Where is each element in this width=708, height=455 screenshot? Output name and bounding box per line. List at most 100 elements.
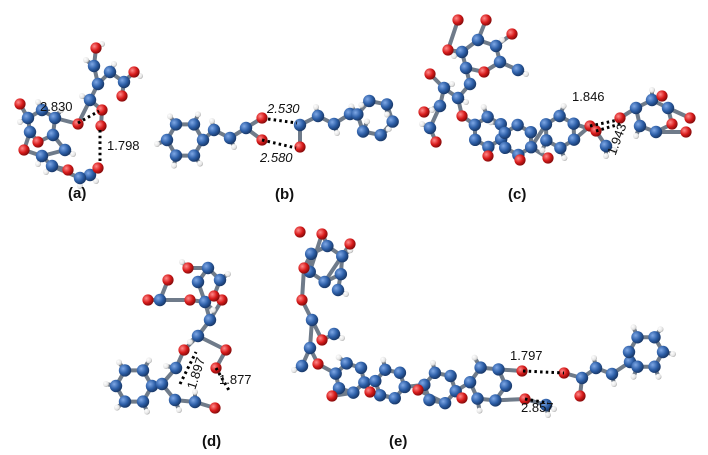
hydrogen-atom: [58, 107, 64, 113]
carbon-atom: [524, 140, 538, 154]
oxygen-atom: [142, 294, 154, 306]
hydrogen-atom: [70, 151, 76, 157]
carbon-atom: [492, 363, 505, 376]
hydrogen-atom: [429, 107, 435, 113]
hydrogen-atom: [187, 339, 193, 345]
carbon-atom: [351, 108, 364, 121]
hydrogen-atom: [471, 354, 478, 361]
carbon-atom: [169, 149, 183, 162]
hydrogen-atom: [539, 147, 546, 154]
carbon-atom: [482, 140, 495, 154]
carbon-atom: [207, 123, 221, 137]
panel-b-atoms: [154, 94, 399, 169]
hydrogen-atom: [358, 101, 365, 108]
carbon-atom: [498, 141, 512, 155]
hydrogen-atom: [43, 169, 49, 175]
carbon-atom: [553, 109, 566, 123]
oxygen-atom: [656, 90, 668, 102]
carbon-atom: [23, 125, 37, 139]
hydrogen-atom: [476, 407, 483, 414]
hydrogen-atom: [657, 326, 664, 333]
oxygen-atom: [209, 402, 221, 414]
panel-a-hbond-1: [77, 109, 100, 125]
hydrogen-atom: [419, 121, 425, 127]
carbon-atom: [358, 376, 371, 389]
carbon-atom: [656, 345, 670, 359]
oxygen-atom: [62, 164, 74, 176]
carbon-atom: [169, 118, 183, 131]
carbon-atom: [540, 134, 553, 147]
panel-a-distance-2: 1.798: [107, 138, 140, 153]
oxygen-atom: [312, 358, 324, 370]
oxygen-atom: [92, 162, 104, 174]
carbon-atom: [468, 133, 482, 147]
carbon-atom: [58, 143, 72, 157]
panel-e-distance-2: 2.857: [521, 400, 554, 415]
carbon-atom: [46, 128, 60, 142]
carbon-atom: [293, 118, 307, 132]
oxygen-atom: [116, 90, 128, 102]
hydrogen-atom: [79, 93, 85, 99]
carbon-atom: [386, 115, 399, 128]
hydrogen-atom: [163, 363, 169, 369]
hydrogen-atom: [630, 373, 637, 380]
panel-b-distance-1: 2.530: [266, 101, 300, 116]
carbon-atom: [489, 39, 503, 53]
carbon-atom: [203, 313, 217, 327]
panel-d-distance-2: 1.877: [219, 372, 252, 387]
oxygen-atom: [128, 66, 140, 78]
oxygen-atom: [516, 365, 528, 377]
carbon-atom: [499, 379, 513, 392]
hydrogen-atom: [93, 178, 99, 184]
hydrogen-atom: [313, 104, 319, 110]
carbon-atom: [187, 149, 201, 162]
oxygen-atom: [344, 238, 356, 250]
hydrogen-atom: [225, 271, 231, 277]
panel-b-hbond-1: [267, 117, 298, 125]
oxygen-atom: [326, 390, 338, 402]
carbon-atom: [423, 121, 437, 135]
carbon-atom: [661, 101, 675, 115]
panel-e-label: (e): [389, 433, 407, 450]
hydrogen-atom: [17, 119, 23, 125]
carbon-atom: [303, 341, 317, 355]
hydrogen-atom: [197, 160, 203, 167]
carbon-atom: [91, 77, 105, 91]
carbon-atom: [629, 101, 643, 115]
oxygen-atom: [506, 28, 518, 40]
panel-b: 2.530 2.580 (b): [154, 94, 399, 203]
carbon-atom: [631, 331, 644, 344]
panel-c: 1.846 1.943 (c): [418, 14, 696, 203]
hydrogen-atom: [83, 57, 89, 63]
carbon-atom: [539, 118, 553, 131]
carbon-atom: [155, 377, 169, 391]
carbon-atom: [354, 361, 368, 375]
hydrogen-atom: [334, 130, 340, 136]
carbon-atom: [633, 119, 647, 133]
oxygen-atom: [178, 344, 190, 356]
carbon-atom: [198, 295, 212, 309]
carbon-atom: [327, 117, 341, 131]
carbon-atom: [103, 65, 117, 79]
panel-e: 1.797 2.857 (e): [291, 226, 676, 450]
hydrogen-atom: [449, 81, 455, 87]
panel-e-hbond-1: [522, 369, 565, 375]
carbon-atom: [321, 239, 334, 253]
hydrogen-atom: [591, 355, 597, 361]
oxygen-atom: [364, 386, 376, 398]
carbon-atom: [374, 128, 387, 142]
carbon-atom: [327, 327, 341, 341]
hydrogen-atom: [523, 71, 529, 77]
hydrogen-atom: [195, 111, 201, 118]
hydrogen-atom: [429, 359, 436, 366]
hydrogen-atom: [77, 183, 83, 189]
panel-d-distance-1: 1.897: [184, 355, 208, 391]
hydrogen-atom: [111, 61, 117, 67]
carbon-atom: [118, 364, 132, 377]
carbon-atom: [45, 159, 59, 173]
oxygen-atom: [514, 154, 526, 166]
hydrogen-atom: [192, 389, 198, 395]
hydrogen-atom: [480, 104, 487, 111]
carbon-atom: [169, 361, 183, 375]
